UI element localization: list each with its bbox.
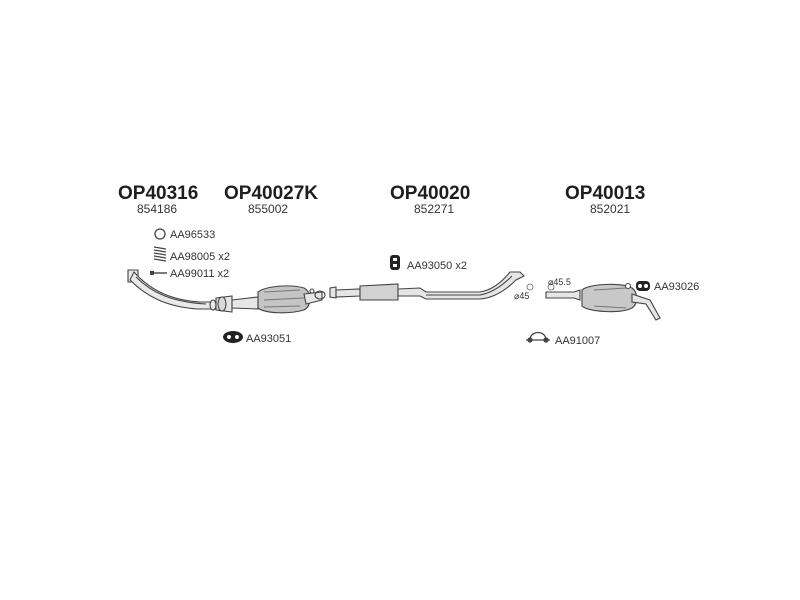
part-number-middle-silencer: 852271 — [414, 202, 455, 216]
bolt-qty: x2 — [217, 268, 230, 280]
accessory-label-hanger-mid: AA93050 x2 — [407, 260, 467, 272]
accessory-label-clamp: AA91007 — [555, 335, 601, 347]
dimension-label-45: ⌀45 — [514, 291, 530, 301]
dimension-label-45-5: ⌀45.5 — [548, 277, 571, 287]
hanger-mid-icon — [390, 255, 400, 270]
part-number-front-pipe: 854186 — [137, 202, 178, 216]
front-pipe-part — [127, 269, 217, 311]
clamp-icon — [526, 331, 550, 343]
spring-code: AA98005 — [170, 251, 216, 263]
bolt-code: AA99011 — [170, 268, 215, 280]
part-code-rear-silencer: OP40013 — [565, 183, 646, 204]
part-code-front-pipe: OP40316 — [118, 183, 199, 204]
spring-qty: x2 — [218, 251, 230, 263]
catalyst-part — [215, 285, 326, 314]
ring-icon — [154, 228, 166, 240]
accessory-label-spring: AA98005 x2 — [170, 251, 230, 263]
rear-silencer-part — [545, 282, 661, 321]
hanger-mid-code: AA93050 — [407, 260, 453, 272]
diameter-marker — [526, 283, 555, 291]
gasket-icon — [223, 331, 243, 343]
spring-icon — [153, 246, 167, 262]
hanger-rear-icon — [636, 281, 650, 291]
part-number-rear-silencer: 852021 — [590, 202, 631, 216]
part-number-catalyst: 855002 — [248, 202, 289, 216]
accessory-label-hanger-rear: AA93026 — [654, 281, 700, 293]
accessory-label-gasket: AA93051 — [246, 333, 292, 345]
accessory-label-bolt: AA99011 x2 — [170, 268, 229, 280]
part-code-catalyst: OP40027K — [224, 183, 319, 204]
accessory-label-ring: AA96533 — [170, 229, 216, 241]
middle-silencer-part — [329, 271, 525, 301]
bolt-icon — [150, 271, 167, 275]
part-code-middle-silencer: OP40020 — [390, 183, 471, 204]
hanger-mid-qty: x2 — [455, 260, 467, 272]
